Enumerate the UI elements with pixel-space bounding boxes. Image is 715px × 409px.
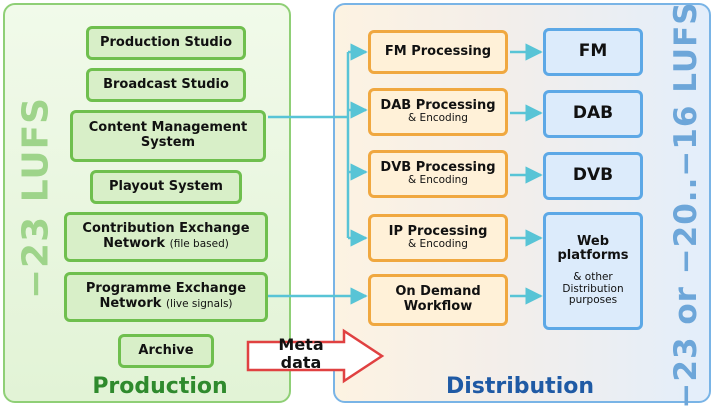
metadata-arrow: [246, 328, 385, 384]
ip-processing-label: IP Processing: [388, 223, 488, 239]
content-management-system-box: Content Management System: [70, 110, 266, 162]
production-studio-box: Production Studio: [86, 26, 246, 60]
production-studio-label: Production Studio: [99, 34, 233, 50]
ip-processing-box: IP Processing & Encoding: [368, 214, 508, 262]
contribution-label-note: (file based): [169, 238, 229, 250]
ip-processing-sub: & Encoding: [408, 238, 468, 251]
web-platforms-sub-line2: Distribution: [562, 282, 624, 295]
contribution-exchange-network-box: Contribution Exchange Network (file base…: [64, 212, 268, 262]
on-demand-workflow-box: On Demand Workflow: [368, 274, 508, 326]
cms-label-line2: System: [140, 135, 196, 150]
dvb-processing-label: DVB Processing: [380, 159, 496, 175]
web-platforms-label-line2: platforms: [557, 248, 629, 264]
archive-box: Archive: [118, 334, 214, 368]
web-platforms-sub-line1: & other: [573, 270, 613, 283]
web-platforms-sub-line3: purposes: [568, 294, 618, 307]
web-platforms-output-box: Web platforms & other Distribution purpo…: [543, 212, 643, 330]
fm-output-label: FM: [578, 41, 608, 62]
on-demand-label-line2: Workflow: [403, 299, 473, 314]
dab-processing-label: DAB Processing: [380, 97, 496, 113]
dvb-processing-box: DVB Processing & Encoding: [368, 150, 508, 198]
metadata-label: Meta data: [262, 336, 340, 371]
dvb-output-box: DVB: [543, 152, 643, 200]
programme-label-line2: Network: [99, 296, 162, 311]
broadcast-studio-box: Broadcast Studio: [86, 68, 246, 102]
dab-output-box: DAB: [543, 90, 643, 138]
distribution-title: Distribution: [445, 374, 595, 399]
playout-system-box: Playout System: [90, 170, 242, 204]
fm-processing-label: FM Processing: [384, 43, 492, 59]
fm-processing-box: FM Processing: [368, 30, 508, 74]
fm-output-box: FM: [543, 28, 643, 76]
cms-label-line1: Content Management: [88, 120, 248, 136]
programme-label-line1: Programme Exchange: [85, 281, 247, 297]
programme-exchange-network-box: Programme Exchange Network (live signals…: [64, 272, 268, 322]
contribution-label-line2: Network: [103, 236, 166, 251]
metadata-label-line2: data: [280, 352, 322, 372]
playout-system-label: Playout System: [109, 178, 223, 194]
dab-processing-sub: & Encoding: [408, 112, 468, 125]
dab-processing-box: DAB Processing & Encoding: [368, 88, 508, 136]
metadata-label-line1: Meta: [278, 335, 324, 354]
on-demand-label-line1: On Demand: [395, 284, 481, 300]
dvb-processing-sub: & Encoding: [408, 174, 468, 187]
programme-label-note: (live signals): [165, 298, 233, 310]
contribution-label-line1: Contribution Exchange: [82, 221, 250, 237]
dvb-output-label: DVB: [572, 165, 614, 186]
dab-output-label: DAB: [572, 103, 614, 124]
web-platforms-label-line1: Web: [577, 233, 609, 249]
archive-label: Archive: [138, 342, 194, 358]
broadcast-studio-label: Broadcast Studio: [103, 76, 229, 92]
production-title: Production: [92, 374, 228, 399]
